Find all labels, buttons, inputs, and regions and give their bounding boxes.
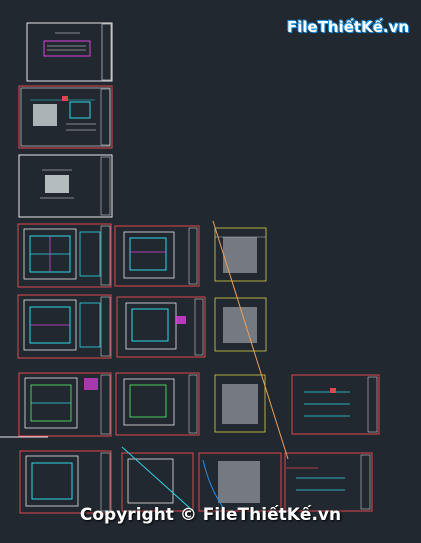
drawing-sheet-floorplan-c2[interactable]	[115, 372, 200, 436]
watermark-logo: FileThiếtKế.vn	[283, 14, 409, 40]
drawing-sheet-floorplan-a1[interactable]	[17, 223, 112, 288]
copyright-watermark: Copyright © FileThiếtKế.vn	[79, 505, 342, 525]
drawing-sheet-roof-d[interactable]	[198, 452, 282, 512]
drawing-sheet-floorplan-d2[interactable]	[121, 446, 194, 512]
drawing-sheet-details-d[interactable]	[284, 452, 373, 512]
drawing-sheet-roof-b[interactable]	[214, 297, 267, 352]
diagonal-guide-line	[212, 220, 289, 460]
drawing-sheet-details-1[interactable]	[18, 85, 113, 149]
drawing-sheet-floorplan-c1[interactable]	[18, 372, 112, 437]
drawing-sheet-floorplan-b2[interactable]	[116, 296, 206, 358]
drawing-sheet-cover[interactable]	[26, 22, 113, 82]
drawing-sheet-roof-a[interactable]	[214, 227, 267, 282]
drawing-sheet-details-2[interactable]	[18, 154, 113, 218]
drawing-sheet-floorplan-b1[interactable]	[17, 294, 112, 359]
drawing-sheet-section-c[interactable]	[291, 374, 380, 435]
drawing-sheet-floorplan-a2[interactable]	[114, 225, 200, 287]
drawing-sheet-floorplan-d1[interactable]	[19, 450, 112, 514]
logo-text: FileThiếtKế.vn	[287, 18, 410, 36]
drawing-sheet-roof-c[interactable]	[214, 374, 266, 433]
